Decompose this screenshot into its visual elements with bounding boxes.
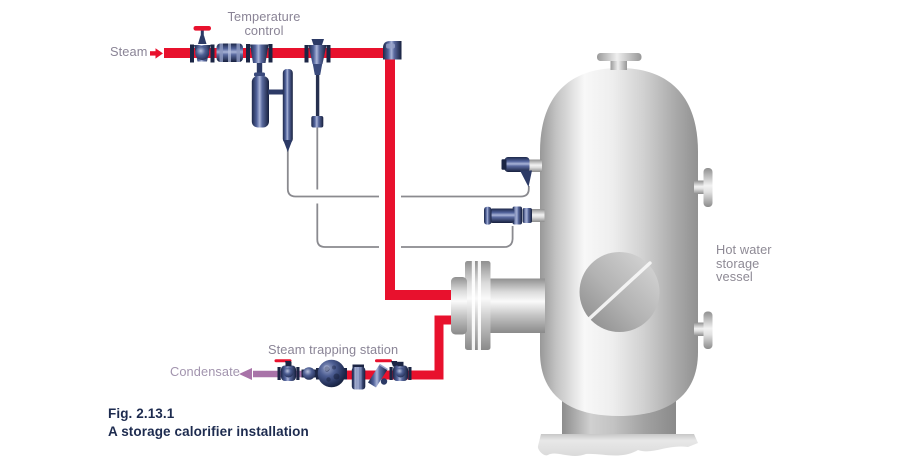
trap-isolation-valve-icon xyxy=(274,359,300,381)
vessel-base-skirt xyxy=(537,434,698,456)
separator-icon xyxy=(216,43,243,62)
figure-number: Fig. 2.13.1 xyxy=(108,406,175,421)
temperature-sensor-lower-icon xyxy=(484,206,545,225)
union-fitting-icon xyxy=(301,367,317,380)
steam-flow-arrow-icon xyxy=(150,48,163,59)
manway-highlight xyxy=(587,261,652,321)
vessel-right-nozzle-lower xyxy=(694,311,713,349)
steam-supply-pipe xyxy=(164,48,455,300)
steam-label: Steam xyxy=(110,44,148,59)
capillary-lines xyxy=(286,127,530,248)
hot-water-vessel-label: Hot water storage vessel xyxy=(716,242,772,284)
isolation-valve-icon xyxy=(190,26,215,63)
pipe-elbow-icon xyxy=(383,41,402,60)
condensate-flow-arrow-icon xyxy=(239,368,252,380)
steam-trapping-station-label: Steam trapping station xyxy=(268,342,399,357)
capillary-line-upper xyxy=(286,149,530,198)
high-limit-control-valve-icon xyxy=(304,39,331,128)
temperature-sensor-upper-icon xyxy=(501,157,542,187)
capillary-line-lower xyxy=(316,127,514,248)
vessel-right-nozzle-upper xyxy=(694,168,713,207)
check-valve-icon xyxy=(368,363,388,388)
figure-title: A storage calorifier installation xyxy=(108,424,309,439)
storage-vessel xyxy=(537,53,713,456)
float-steam-trap-icon xyxy=(316,359,347,388)
vessel-body xyxy=(540,68,698,416)
trap-outlet-valve-icon xyxy=(375,359,412,381)
condensate-return-pipe-red xyxy=(330,315,455,380)
vessel-top-nozzle xyxy=(597,53,642,70)
sight-glass-icon xyxy=(351,364,366,390)
condensate-label: Condensate xyxy=(170,364,241,379)
temperature-control-valve-icon xyxy=(246,44,293,152)
temperature-control-label: Temperature control xyxy=(227,9,301,38)
heat-exchanger-connection xyxy=(451,261,545,350)
